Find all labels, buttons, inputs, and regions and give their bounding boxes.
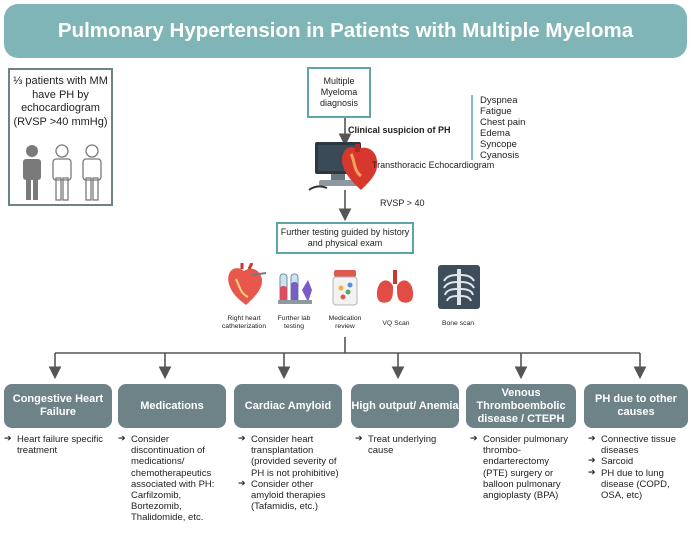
category-item: Sarcoid (588, 456, 688, 467)
symptom-item: Chest pain (480, 117, 526, 128)
category-list-medications: Consider discontinuation of medications/… (118, 434, 234, 524)
category-box-chf: Congestive Heart Failure (4, 384, 112, 428)
people-icon (23, 144, 102, 201)
category-box-other: PH due to other causes (584, 384, 688, 428)
symptom-item: Edema (480, 128, 511, 139)
diagnosis-text: Multiple Myeloma diagnosis (319, 76, 359, 108)
category-box-cardiac-amyloid: Cardiac Amyloid (234, 384, 342, 428)
page-title: Pulmonary Hypertension in Patients with … (57, 19, 634, 42)
heart-catheter-icon (228, 263, 266, 305)
category-item: Consider pulmonary thrombo-endarterectom… (470, 434, 570, 501)
category-list-chf: Heart failure specific treatment (4, 434, 112, 456)
title-banner: Pulmonary Hypertension in Patients with … (4, 4, 687, 58)
category-title: Medications (140, 399, 204, 412)
category-item: Connective tissue diseases (588, 434, 688, 456)
lab-tubes-icon (278, 273, 312, 304)
category-box-vte: Venous Thromboembolic disease / CTEPH (466, 384, 576, 428)
category-box-medications: Medications (118, 384, 226, 428)
further-testing-text: Further testing guided by history and ph… (280, 227, 410, 248)
echocardiogram-icon (308, 142, 378, 191)
category-list-vte: Consider pulmonary thrombo-endarterectom… (470, 434, 570, 501)
symptom-item: Syncope (480, 139, 517, 150)
stat-text: ⅓ patients with MM have PH by echocardio… (13, 75, 108, 128)
category-list-high-output: Treat underlying cause (355, 434, 463, 456)
category-item: Heart failure specific treatment (4, 434, 112, 456)
test-label: Further lab testing (277, 315, 311, 330)
symptom-item: Dyspnea (480, 95, 518, 106)
category-title: Congestive Heart Failure (12, 393, 104, 418)
category-list-other: Connective tissue diseases Sarcoid PH du… (588, 434, 688, 501)
person-outline-icon (52, 144, 102, 201)
test-label: Medication review (328, 315, 362, 330)
lungs-icon (376, 270, 414, 303)
diagnosis-box: Multiple Myeloma diagnosis (307, 67, 371, 118)
symptom-item: Cyanosis (480, 150, 520, 161)
category-item: Consider heart transplantation (provided… (238, 434, 348, 479)
category-list-cardiac-amyloid: Consider heart transplantation (provided… (238, 434, 348, 512)
test-label: Right heart catheterization (221, 315, 267, 330)
clinical-suspicion-label: Clinical suspicion of PH (348, 125, 451, 135)
rvsp-label: RVSP > 40 (380, 198, 425, 208)
category-box-high-output: High output/ Anemia (351, 384, 459, 428)
further-testing-box: Further testing guided by history and ph… (276, 222, 414, 254)
test-label: VQ Scan (382, 320, 410, 327)
category-title: Venous Thromboembolic disease / CTEPH (476, 386, 566, 425)
symptom-list: Dyspnea Fatigue Chest pain Edema Syncope… (480, 95, 525, 161)
person-filled-icon (23, 145, 41, 200)
symptom-item: Fatigue (480, 106, 512, 117)
category-title: PH due to other causes (595, 393, 677, 418)
category-item: Consider other amyloid therapies (Tafami… (238, 479, 348, 513)
echo-label: Transthoracic Echocardiogram (372, 160, 495, 170)
category-item: Consider discontinuation of medications/… (118, 434, 234, 524)
stat-box: ⅓ patients with MM have PH by echocardio… (8, 68, 113, 206)
pill-bottle-icon (332, 270, 358, 306)
category-item: Treat underlying cause (355, 434, 463, 456)
category-title: Cardiac Amyloid (244, 399, 332, 412)
test-label: Bone scan (441, 320, 475, 327)
category-item: PH due to lung disease (COPD, OSA, etc) (588, 468, 688, 502)
xray-icon (438, 265, 480, 309)
category-title: High output/ Anemia (351, 399, 459, 412)
